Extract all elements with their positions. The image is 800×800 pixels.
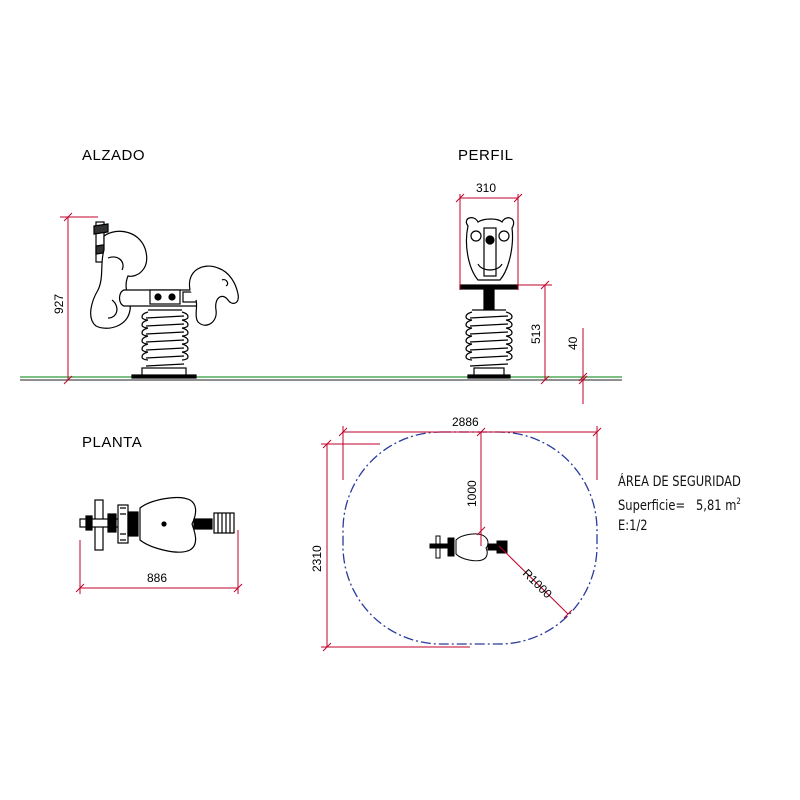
safety-area-equipment: [429, 533, 508, 562]
dim-alzado-height-label: 927: [52, 294, 66, 314]
safety-area-title: ÁREA DE SEGURIDAD: [618, 474, 741, 490]
dim-planta-length-label: 886: [147, 571, 167, 585]
safety-area: [342, 431, 598, 645]
dim-perfil-width: [455, 193, 523, 290]
alzado-spring: [141, 309, 189, 367]
planta-title: PLANTA: [82, 434, 143, 451]
dim-area-height-label: 2310: [310, 545, 324, 572]
safety-area-note: ÁREA DE SEGURIDAD Superficie= 5,81 m2 E:…: [618, 472, 741, 536]
ground-line: [20, 376, 622, 381]
dim-area-radius: [498, 545, 573, 619]
safety-area-surface: Superficie= 5,81 m2: [618, 492, 741, 516]
dim-perfil-base-label: 40: [566, 336, 580, 350]
dim-perfil-seat-height-label: 513: [529, 324, 543, 344]
alzado-view: [90, 221, 239, 379]
dim-area-width: [338, 426, 602, 480]
planta-view: [79, 496, 235, 553]
dim-alzado-height: [60, 212, 98, 385]
dim-planta-length: [75, 530, 243, 594]
dim-area-height: [321, 439, 470, 652]
perfil-spring: [465, 309, 513, 367]
perfil-view: [459, 217, 519, 379]
dim-perfil-base: [578, 328, 588, 404]
dim-area-width-label: 2886: [452, 415, 479, 429]
safety-area-surface-value: 5,81 m: [696, 497, 737, 514]
safety-area-surface-label: Superficie=: [618, 497, 686, 514]
dim-area-offset-label: 1000: [465, 480, 479, 507]
dim-perfil-width-label: 310: [476, 181, 496, 195]
safety-area-surface-unit: 2: [736, 497, 741, 507]
alzado-title: ALZADO: [82, 147, 146, 164]
safety-area-scale: E:1/2: [618, 517, 648, 534]
perfil-title: PERFIL: [458, 147, 514, 164]
dim-area-offset: [476, 427, 486, 546]
dim-perfil-seat-height: [518, 280, 552, 385]
dim-area-radius-label: R1000: [520, 566, 555, 601]
